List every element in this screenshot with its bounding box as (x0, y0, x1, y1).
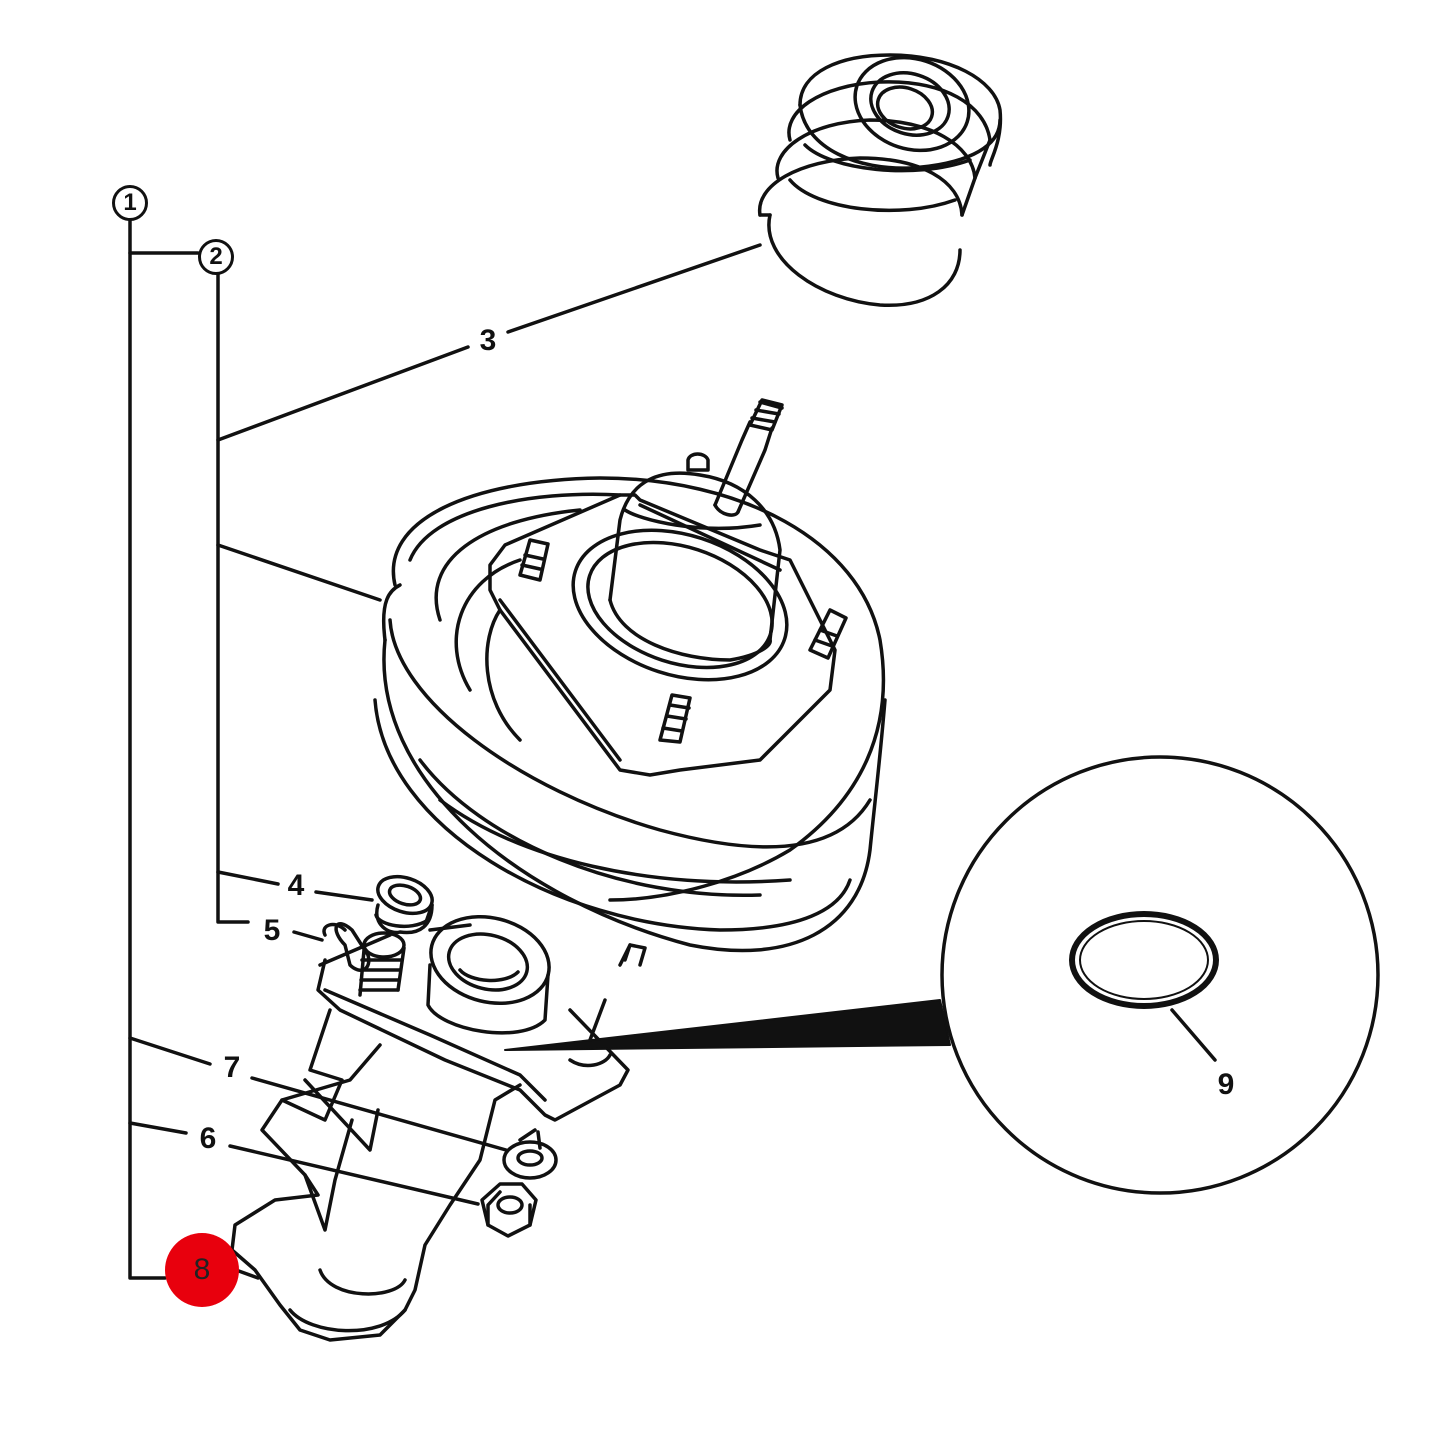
detail-circle (940, 755, 1380, 1195)
leader-3 (216, 243, 762, 442)
leader-9 (1170, 1008, 1217, 1062)
callout-8-text: 8 (193, 1253, 211, 1286)
leader-5 (292, 930, 324, 942)
washer-and-nut (480, 1128, 558, 1238)
callout-2-text: 2 (209, 243, 223, 270)
callout-5: 5 (259, 916, 285, 946)
callout-3: 3 (475, 326, 501, 356)
callout-1-text: 1 (123, 189, 137, 216)
callout-9: 9 (1213, 1070, 1239, 1100)
brake-booster (373, 398, 887, 967)
detail-pointer (504, 999, 951, 1051)
callout-4: 4 (283, 871, 309, 901)
callout-6: 6 (195, 1124, 221, 1154)
callout-8-highlight-badge: 8 (165, 1233, 239, 1307)
bellows-boot (758, 53, 1003, 307)
leader-4 (216, 870, 374, 902)
callout-1: 1 (112, 185, 148, 221)
leader-7 (128, 1036, 508, 1152)
check-valve-parts (322, 874, 434, 997)
leader-2-bracket (216, 270, 250, 924)
callout-2: 2 (198, 239, 234, 275)
callout-7: 7 (219, 1053, 245, 1083)
leader-8 (234, 1268, 260, 1280)
leader-booster (216, 543, 382, 602)
seal-ring-outer (1069, 911, 1219, 1009)
seal-ring-inner (1079, 920, 1209, 1000)
leader-6 (128, 1121, 480, 1206)
master-cylinder (230, 914, 632, 1342)
leader-lines (128, 216, 762, 1280)
detail-view-seal-ring (504, 755, 1380, 1195)
leader-1-bracket (128, 216, 167, 1280)
